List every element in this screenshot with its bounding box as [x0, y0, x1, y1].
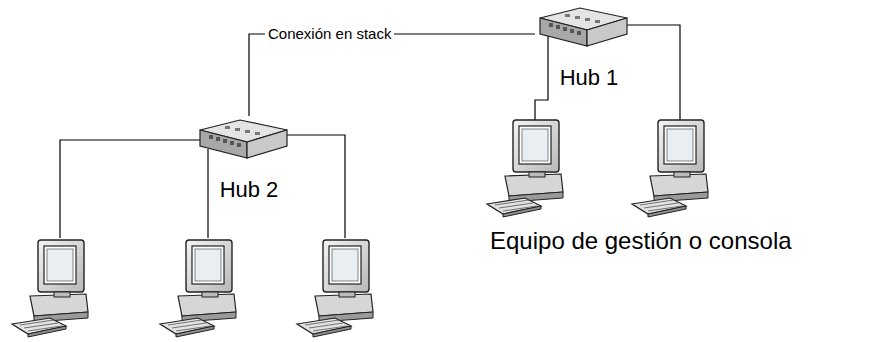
computer-icon	[160, 240, 236, 337]
computer-icon	[632, 120, 708, 217]
computer-icon	[12, 240, 88, 337]
caption-label: Equipo de gestión o consola	[490, 228, 792, 254]
edge-label: Conexión en stack	[265, 26, 394, 43]
computer-icon	[297, 240, 373, 337]
stack-connector	[249, 34, 535, 116]
hub-icon	[535, 4, 635, 50]
hub-node: Hub 1	[535, 4, 643, 90]
computer-icon	[487, 120, 563, 217]
hub-label: Hub 2	[195, 178, 303, 202]
hub-wires	[60, 25, 680, 238]
hub-node: Hub 2	[195, 116, 303, 202]
hub-label: Hub 1	[535, 66, 643, 90]
hub-icon	[195, 116, 295, 162]
